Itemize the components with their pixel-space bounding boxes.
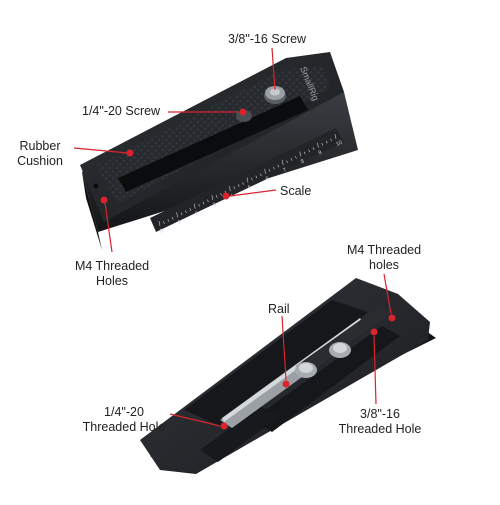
callout-lines xyxy=(73,47,392,427)
scale-tick-mark xyxy=(259,173,262,177)
scale-tick-mark xyxy=(229,186,231,192)
callout-line-hole-1-4 xyxy=(169,413,221,427)
scale-tick-mark xyxy=(220,192,222,196)
scale-tick-mark xyxy=(325,140,328,144)
label-scale: Scale xyxy=(280,184,312,198)
scale-tick-mark xyxy=(185,210,187,214)
scale-tick-mark xyxy=(193,203,196,209)
scale-tick-mark xyxy=(158,220,161,227)
callout-line-hole-3-8 xyxy=(373,335,377,405)
scale-tick-mark xyxy=(207,199,209,203)
scale-tick-mark xyxy=(251,177,253,181)
scale-tick-mark xyxy=(295,155,297,159)
scale-tick-mark xyxy=(246,177,249,183)
hole-1-4-marker xyxy=(220,422,228,430)
label-hole-3-8-line1: 3/8"-16 xyxy=(360,407,400,421)
top-plate-slot xyxy=(118,96,308,192)
label-rubber-cushion-line1: Rubber xyxy=(19,139,61,153)
scale-tick-mark xyxy=(264,168,266,174)
scale-tick-label: 2 xyxy=(194,211,199,218)
scale-tick-mark xyxy=(321,142,324,146)
callout-line-rail xyxy=(281,315,287,381)
scale-tick-mark xyxy=(233,186,236,190)
scale-ticks: 0 1 2 3 4 5 6 7 8 9 10 xyxy=(158,133,343,235)
scale-strip xyxy=(150,128,344,232)
scale-tick-mark xyxy=(237,184,240,187)
bottom-knob-1 xyxy=(295,362,317,378)
callout-line-m4-left xyxy=(104,202,113,253)
scale-tick-mark xyxy=(317,142,319,148)
callout-line-screw-3-8 xyxy=(271,47,276,91)
scale-tick-mark xyxy=(180,212,183,216)
screw-1-4-knob xyxy=(236,108,252,122)
scale-tick-label: 5 xyxy=(247,185,252,192)
scale-tick-mark xyxy=(286,160,288,164)
scale-tick-label: 0 xyxy=(159,228,164,235)
rail-marker xyxy=(282,380,290,388)
callout-line-m4-right xyxy=(383,273,392,315)
scale-tick-label: 6 xyxy=(265,176,270,183)
label-screw-3-8: 3/8"-16 Screw xyxy=(228,32,307,46)
scale-tick-label: 4 xyxy=(230,193,235,200)
label-rubber-cushion-line2: Cushion xyxy=(17,154,63,168)
label-hole-1-4-line2: Threaded Hole xyxy=(82,420,166,434)
scale-tick-mark xyxy=(189,208,192,211)
scale-tick-mark xyxy=(215,195,218,198)
label-m4-right-line2: holes xyxy=(369,258,399,272)
label-m4-left-line2: Holes xyxy=(96,274,128,288)
scale-tick-mark xyxy=(202,201,205,205)
callout-dot-scale xyxy=(222,192,230,200)
scale-tick-label: 9 xyxy=(318,150,323,157)
m4-holes-right-marker xyxy=(388,314,396,322)
bottom-quick-release-plate xyxy=(140,278,436,474)
scale-tick-mark xyxy=(303,151,306,155)
scale-tick-mark xyxy=(299,151,302,157)
label-m4-right-line1: M4 Threaded xyxy=(346,243,422,257)
scale-tick-mark xyxy=(198,203,200,207)
scale-tick-mark xyxy=(211,194,214,200)
scale-tick-mark xyxy=(167,219,170,222)
callout-dots xyxy=(126,149,230,200)
scale-tick-mark xyxy=(273,166,275,170)
scale-tick-mark xyxy=(268,169,271,172)
scale-tick-mark xyxy=(334,133,337,140)
hole-3-8-marker xyxy=(370,328,378,336)
scale-tick-mark xyxy=(281,160,284,166)
scale-tick-label: 10 xyxy=(335,140,343,148)
callout-line-rubber xyxy=(73,147,129,154)
scale-tick-mark xyxy=(308,149,310,153)
scale-tick-label: 1 xyxy=(177,219,182,226)
label-screw-1-4: 1/4"-20 Screw xyxy=(82,104,161,118)
label-hole-1-4-line1: 1/4"-20 xyxy=(104,405,144,419)
top-plate-side xyxy=(82,92,358,232)
screw-3-8-knob xyxy=(264,86,286,104)
scale-tick-mark xyxy=(312,147,315,150)
label-hole-3-8-line2: Threaded Hole xyxy=(338,422,422,436)
scale-tick-mark xyxy=(242,182,244,185)
scale-tick-label: 7 xyxy=(282,167,287,174)
scale-tick-mark xyxy=(330,138,332,142)
label-m4-left-line1: M4 Threaded xyxy=(74,259,150,273)
scale-tick-mark xyxy=(290,158,293,161)
scale-tick-mark xyxy=(255,175,258,179)
bottom-knob-2 xyxy=(329,342,351,358)
callout-line-scale xyxy=(229,189,277,197)
scale-tick-mark xyxy=(171,216,174,220)
scale-tick-label: 8 xyxy=(300,158,305,165)
label-rail: Rail xyxy=(268,302,290,316)
scale-tick-mark xyxy=(163,221,165,224)
scale-tick-mark xyxy=(277,164,280,168)
callout-dot-rubber xyxy=(126,149,134,157)
scale-tick-mark xyxy=(176,212,178,218)
scale-tick-label: 3 xyxy=(212,202,217,209)
m4-holes-left-marker xyxy=(93,183,108,204)
